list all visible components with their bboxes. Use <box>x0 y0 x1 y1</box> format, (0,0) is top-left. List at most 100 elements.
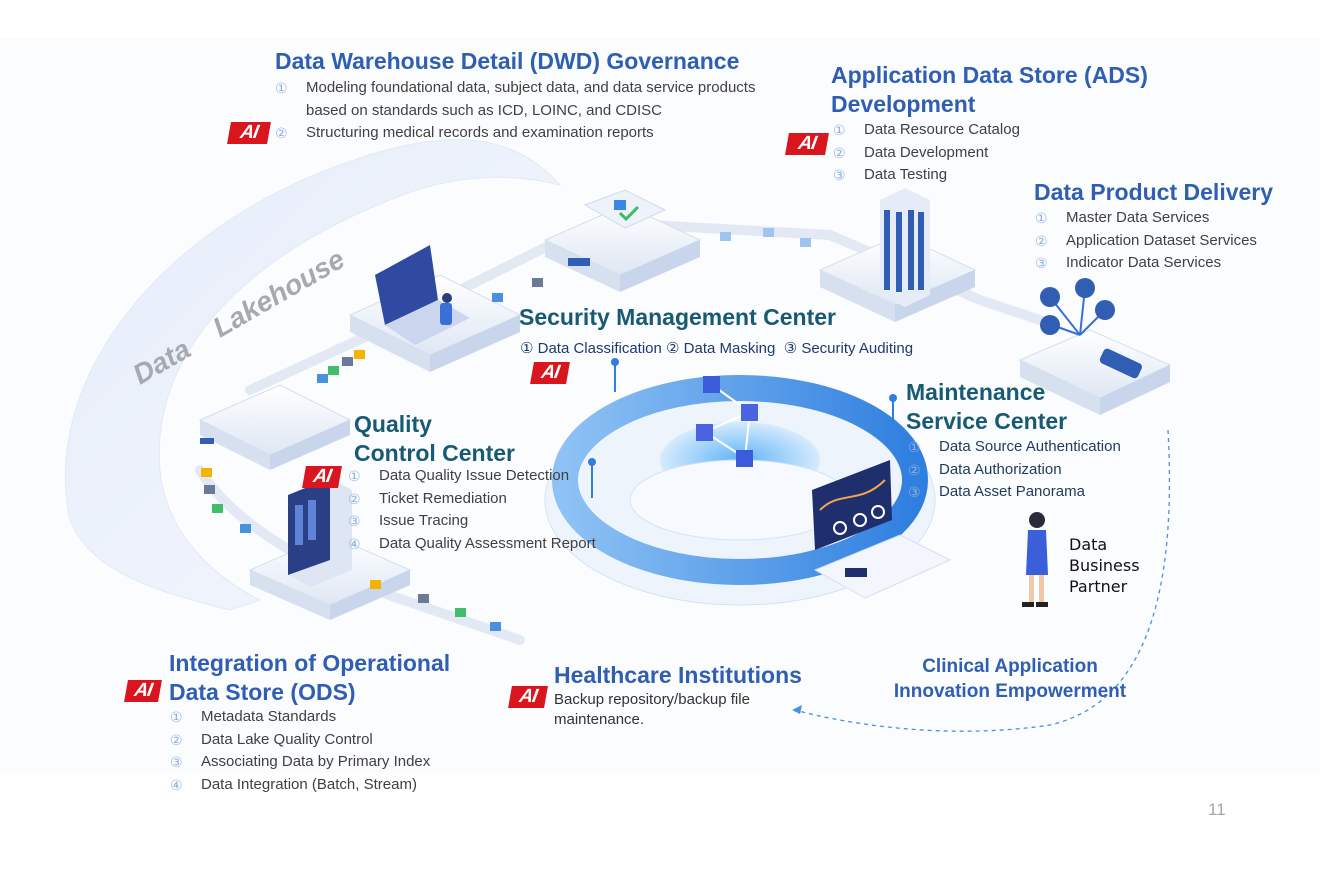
ads-title-line1: Application Data Store (ADS) <box>831 62 1148 88</box>
healthcare-text: Backup repository/backup file maintenanc… <box>554 691 750 728</box>
ai-badge: AI <box>227 122 271 144</box>
clinical-line1: Clinical Application <box>922 656 1098 677</box>
pointer-dot <box>889 394 897 402</box>
ai-badge: AI <box>124 680 162 702</box>
list-item: ③ Data Asset Panorama <box>908 481 1121 504</box>
ai-badge: AI <box>530 362 570 384</box>
partner-line2: Business <box>1069 556 1140 575</box>
item-text: Metadata Standards <box>201 708 337 725</box>
dwd-title: Data Warehouse Detail (DWD) Governance <box>275 48 740 74</box>
number-marker: ② <box>833 144 846 161</box>
maintenance-title-line1: Maintenance <box>906 379 1046 405</box>
list-item: ① Modeling foundational data, subject dat… <box>275 77 775 122</box>
number-marker: ① <box>1035 210 1048 226</box>
dashboard-panel-illustration <box>812 460 952 599</box>
number-marker: ③ <box>1035 255 1048 271</box>
partner-line1: Data <box>1069 535 1108 554</box>
list-item: ① Metadata Standards <box>170 706 430 729</box>
item-text: Data Resource Catalog <box>864 121 1020 138</box>
lakehouse-band <box>65 139 562 611</box>
number-marker: ③ <box>348 513 361 529</box>
number-marker: ① <box>170 709 183 725</box>
item-text: Security Auditing <box>801 340 914 357</box>
data-cubes <box>201 228 811 631</box>
page-number: 11 <box>1208 800 1226 819</box>
item-text: Data Development <box>864 143 989 161</box>
number-marker: ③ <box>170 754 183 770</box>
item-text: Data Source Authentication <box>939 438 1121 455</box>
ods-title-line1: Integration of Operational <box>169 650 451 676</box>
number-marker: ① <box>348 468 361 484</box>
number-marker: ② <box>1035 232 1048 249</box>
number-marker: ① <box>520 340 534 357</box>
list-item: ② Data Lake Quality Control <box>170 729 430 752</box>
building-illustration <box>880 188 930 307</box>
healthcare-title: Healthcare Institutions <box>554 662 802 688</box>
item-text: Data Integration (Batch, Stream) <box>201 775 417 793</box>
pointer-dot <box>611 358 619 366</box>
list-item: ① Data Resource Catalog <box>833 119 1020 142</box>
list-item: ③ Indicator Data Services <box>1035 252 1257 275</box>
feedback-dashed-arrow <box>794 429 1171 732</box>
number-marker: ① <box>833 122 846 138</box>
dwd-list: ① Modeling foundational data, subject dat… <box>275 77 775 145</box>
item-text: Master Data Services <box>1066 209 1210 226</box>
list-item: ① Data Quality Issue Detection <box>348 465 596 488</box>
number-marker: ① <box>908 439 921 455</box>
item-text: Data Testing <box>864 166 948 183</box>
item-text: Indicator Data Services <box>1066 254 1222 271</box>
partner-label: Data Business Partner <box>1069 534 1140 597</box>
ods-title: Integration of Operational Data Store (O… <box>169 649 450 707</box>
item-text: Application Dataset Services <box>1066 231 1257 249</box>
clinical-label: Clinical Application Innovation Empowerm… <box>870 654 1150 704</box>
ai-badge: AI <box>302 466 342 488</box>
platform-block <box>1018 329 1172 415</box>
number-marker: ② <box>275 125 288 141</box>
ods-list: ① Metadata Standards ② Data Lake Quality C… <box>170 706 430 796</box>
item-text: Issue Tracing <box>379 512 469 529</box>
item-text: Data Asset Panorama <box>939 483 1085 500</box>
quality-title-line1: Quality <box>354 411 432 437</box>
security-items: ① Data Classification ② Data Masking ③ S… <box>520 339 913 357</box>
item-text: Data Lake Quality Control <box>201 730 373 748</box>
list-item: ③ Associating Data by Primary Index <box>170 751 430 774</box>
number-marker: ④ <box>170 776 183 793</box>
number-marker: ② <box>348 490 361 507</box>
item-text: Data Quality Issue Detection <box>379 467 570 484</box>
platform-block <box>543 204 702 292</box>
list-item: ④ Data Integration (Batch, Stream) <box>170 774 430 797</box>
number-marker: ③ <box>908 484 921 500</box>
quality-title: Quality Control Center <box>354 410 515 468</box>
list-item: ① Data Source Authentication <box>908 436 1121 459</box>
number-marker: ② <box>170 731 183 748</box>
ai-badge: AI <box>785 133 829 155</box>
item-text: Data Quality Assessment Report <box>379 534 596 552</box>
item-text: Associating Data by Primary Index <box>201 753 431 770</box>
delivery-list: ① Master Data Services ② Application Datas… <box>1035 207 1257 275</box>
ads-title: Application Data Store (ADS) Development <box>831 61 1148 119</box>
list-item: ① Master Data Services <box>1035 207 1257 230</box>
number-marker: ① <box>275 80 288 96</box>
number-marker: ② <box>908 461 921 478</box>
ads-title-line2: Development <box>831 91 976 117</box>
quality-title-line2: Control Center <box>354 440 515 466</box>
delivery-title: Data Product Delivery <box>1034 179 1274 205</box>
list-item: ② Application Dataset Services <box>1035 230 1257 253</box>
list-item: ② Data Development <box>833 142 1020 165</box>
arrowhead-icon <box>792 705 802 714</box>
item-text: Modeling foundational data, subject data… <box>306 79 756 119</box>
security-title: Security Management Center <box>519 304 836 330</box>
item-text: Data Masking <box>683 340 776 357</box>
maintenance-title-line2: Service Center <box>906 408 1068 434</box>
maintenance-title: Maintenance Service Center <box>906 378 1067 436</box>
checked-document-illustration <box>583 189 667 229</box>
partner-line3: Partner <box>1069 577 1128 596</box>
ods-title-line2: Data Store (ODS) <box>169 679 356 705</box>
